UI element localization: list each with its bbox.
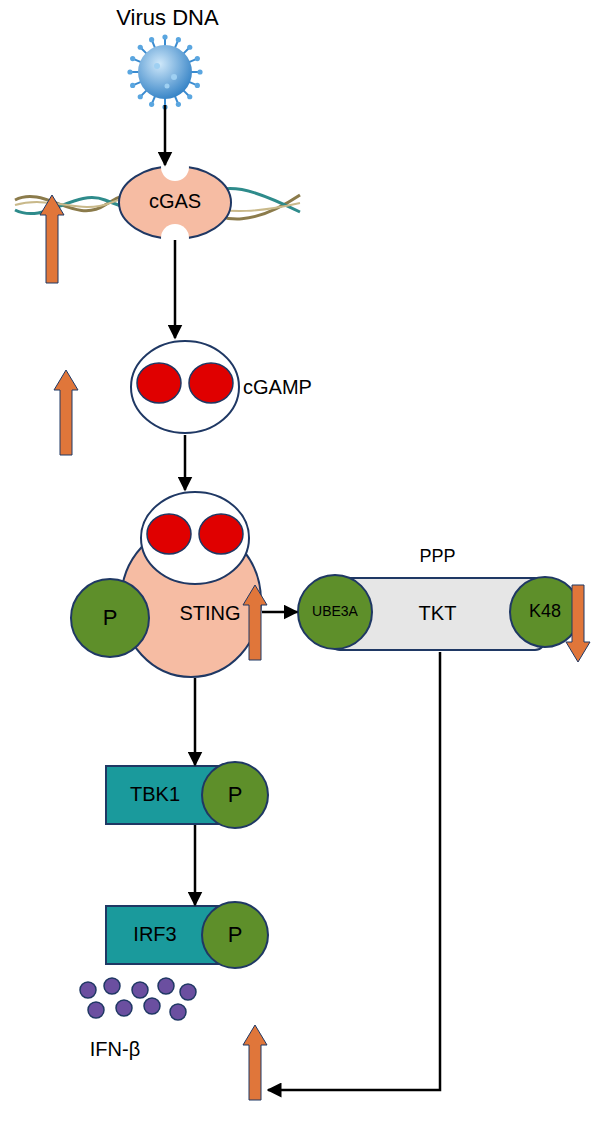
cgas-enzyme: cGAS [118, 165, 232, 240]
phospho-circle: P [201, 761, 269, 829]
node-label: PPP [330, 546, 545, 567]
node-label: cGAS [118, 190, 232, 213]
cgamp-molecule: cGAMP [130, 338, 315, 435]
node-label: P [201, 922, 269, 947]
node-label: P [201, 782, 269, 807]
node-label: cGAMP [243, 376, 318, 399]
node-label: IFN-β [65, 1038, 165, 1061]
node-label: TBK1 [105, 783, 205, 806]
irf3-box: IRF3P [105, 905, 232, 965]
ifn-node: IFN-β [60, 978, 268, 1100]
pathway-arrow [194, 825, 197, 905]
tbk1-box: TBK1P [105, 765, 232, 825]
node-label: UBE3A [297, 603, 373, 619]
pathway-arrow [164, 105, 167, 165]
up-arrow-indicator [54, 370, 78, 455]
pathway-arrow [194, 678, 197, 765]
ube3a-circle: UBE3A [297, 574, 373, 650]
node-shape [120, 490, 262, 678]
down-arrow-indicator [566, 585, 590, 662]
tkt-band: PPPTKTUBE3AK48 [297, 574, 581, 652]
node-label: P [70, 605, 150, 630]
pathway-arrow [184, 435, 187, 490]
up-arrow-indicator [40, 195, 64, 283]
sting-protein: STINGP [120, 490, 262, 678]
k48-circle: K48 [509, 576, 581, 648]
dna-strand [15, 188, 300, 213]
pathway-arrow [174, 240, 177, 338]
pathway-arrow [262, 611, 297, 614]
phospho-circle: P [201, 901, 269, 969]
node-label: K48 [509, 601, 581, 622]
node-label: Virus DNA [90, 5, 245, 30]
node-label: STING [160, 602, 260, 625]
node-label: IRF3 [105, 923, 205, 946]
virus-node: Virus DNA [90, 5, 245, 105]
up-arrow-indicator [243, 585, 267, 660]
pathway-arrow [268, 652, 440, 1090]
up-arrow-indicator [243, 1025, 267, 1100]
phospho-circle: P [70, 578, 150, 658]
